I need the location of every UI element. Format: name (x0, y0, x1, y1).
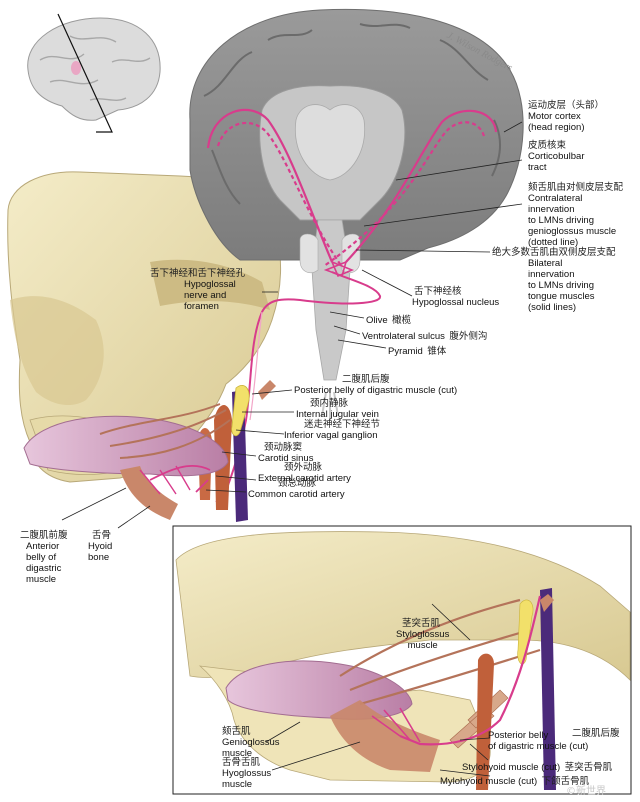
label-hyoglossus: 舌骨舌肌 Hyoglossus muscle (222, 757, 272, 790)
label-inset-posterior-digastric: Posterior belly of digastric muscle (cut… (488, 730, 589, 752)
label-hypoglossal-nerve: 舌下神经和舌下神经孔 Hypoglossal nerve and foramen (150, 268, 246, 312)
label-bilateral-innervation: 绝大多数舌肌由双侧皮层支配 Bilateral innervation to L… (492, 247, 616, 313)
corticobulbar-pathways (206, 108, 498, 278)
label-corticobulbar-tract: 皮质核束 Corticobulbar tract (528, 140, 585, 173)
label-genioglossus: 颏舌肌 Genioglossus muscle (222, 726, 280, 759)
label-inset-stylohyoid: Stylohyoid muscle (cut) 茎突舌骨肌 (462, 762, 613, 773)
label-common-carotid: 颈总动脉 Common carotid artery (248, 478, 345, 500)
coronal-brain-section (189, 8, 524, 420)
label-anterior-digastric: 二腹肌前腹 Anterior belly of digastric muscle (20, 530, 68, 585)
label-carotid-sinus: 颈动脉窦 Carotid sinus (258, 442, 314, 464)
label-inset-mylohyoid: Mylohyoid muscle (cut) 下颌舌骨肌 (440, 776, 590, 787)
lateral-brain-thumbnail (27, 13, 161, 133)
label-inferior-vagal-ganglion: 迷走神经下神经节 Inferior vagal ganglion (284, 419, 381, 441)
label-contralateral-innervation: 颏舌肌由对侧皮层支配 Contralateral innervation to … (528, 182, 624, 248)
label-hypoglossal-nucleus: 舌下神经核 Hypoglossal nucleus (412, 286, 500, 308)
label-pyramid: Pyramid 锥体 (388, 346, 447, 357)
label-ventrolateral-sulcus: Ventrolateral sulcus 腹外侧沟 (362, 331, 488, 342)
label-styloglossus: 茎突舌肌 Styloglossus muscle (396, 618, 450, 651)
inset-panel (172, 525, 632, 795)
label-hyoid-bone: 舌骨 Hyoid bone (88, 530, 113, 563)
label-posterior-digastric: 二腹肌后腹 Posterior belly of digastric muscl… (294, 374, 458, 396)
label-olive: Olive 橄榄 (366, 315, 412, 326)
tongue-main (23, 403, 231, 520)
watermark: ©新世界 (566, 786, 606, 797)
label-internal-jugular-vein: 颈内静脉 Internal jugular vein (296, 398, 379, 420)
leader-lines (61, 121, 523, 777)
label-inset-posterior-digastric-zh: 二腹肌后腹 (572, 728, 620, 739)
label-external-carotid: 颈外动脉 External carotid artery (258, 462, 351, 484)
label-motor-cortex: 运动皮层（头部） Motor cortex (head region) (528, 100, 605, 133)
